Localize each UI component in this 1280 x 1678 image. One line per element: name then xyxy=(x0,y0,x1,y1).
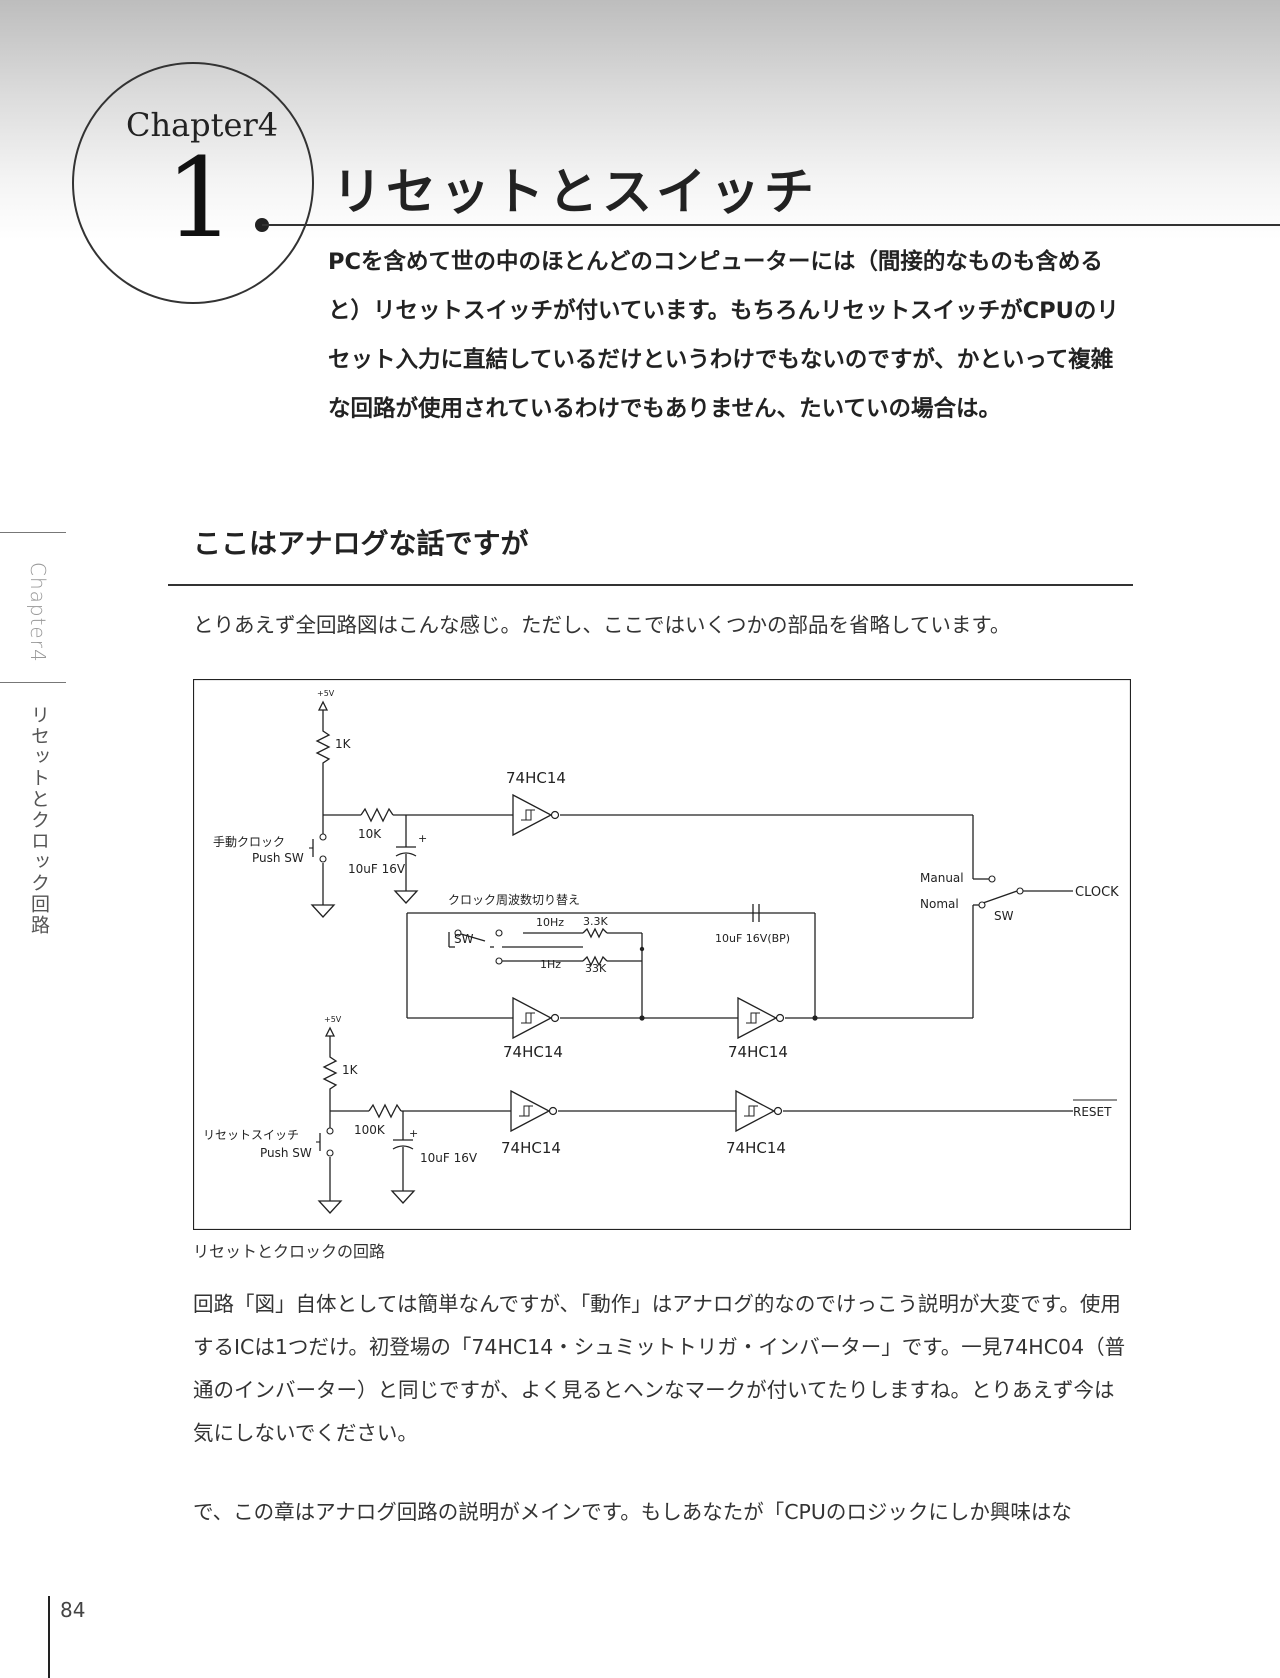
cap-polarity: + xyxy=(409,1127,418,1140)
switch-label: SW xyxy=(454,932,474,946)
inverter-ic xyxy=(512,997,560,1039)
reset-output-label: RESET xyxy=(1073,1105,1112,1119)
resistor-label: 1K xyxy=(335,737,352,751)
switch-label: Push SW xyxy=(260,1146,312,1160)
page-title: リセットとスイッチ xyxy=(332,163,818,221)
clock-output-label: CLOCK xyxy=(1075,885,1119,900)
figure-caption: リセットとクロックの回路 xyxy=(193,1242,386,1261)
cap-label: 10uF 16V xyxy=(348,862,406,876)
switch-label: Manual xyxy=(920,871,964,885)
body-paragraph: で、この章はアナログ回路の説明がメインです。もしあなたが「CPUのロジックにしか… xyxy=(193,1500,1072,1524)
ic-label: 74HC14 xyxy=(503,1043,563,1061)
section-heading: ここはアナログな話ですが xyxy=(193,527,529,560)
inverter-ic xyxy=(512,794,560,836)
vcc-label: +5V xyxy=(317,689,335,698)
page-number: 84 xyxy=(60,1598,86,1622)
sidebar-title: リセットとクロック回路 xyxy=(28,705,50,936)
cap-label: 10uF 16V(BP) xyxy=(715,932,790,945)
inverter-ic xyxy=(735,1090,783,1132)
switch-label: SW xyxy=(994,909,1014,923)
body-paragraph: 回路「図」自体としては簡単なんですが、「動作」はアナログ的なのでけっこう説明が大… xyxy=(193,1292,1126,1445)
chapter-badge xyxy=(72,62,314,304)
circuit-schematic: +5V 1K 74HC14 10K + 10uF 16V 手動クロック Push… xyxy=(193,679,1131,1230)
ground-symbol xyxy=(391,1178,415,1204)
freq-select-label: クロック周波数切り替え xyxy=(448,892,580,907)
page-number-rule xyxy=(48,1596,50,1678)
push-switch xyxy=(315,1127,334,1157)
ground-symbol xyxy=(318,1188,342,1214)
vcc-label: +5V xyxy=(324,1015,342,1024)
inverter-ic xyxy=(737,997,785,1039)
cap-label: 10uF 16V xyxy=(420,1151,478,1165)
ic-label: 74HC14 xyxy=(506,769,566,787)
switch-label: リセットスイッチ xyxy=(203,1128,299,1142)
switch-label: Push SW xyxy=(252,851,304,865)
inverter-ic xyxy=(510,1090,558,1132)
ground-symbol xyxy=(311,892,335,918)
sidebar-divider xyxy=(0,532,66,533)
switch-label: 手動クロック xyxy=(213,835,285,849)
resistor-label: 10K xyxy=(358,827,382,841)
resistor-label: 1K xyxy=(342,1063,359,1077)
intro-paragraph: PCを含めて世の中のほとんどのコンピューターには（間接的なものも含めると）リセッ… xyxy=(328,249,1119,422)
ic-label: 74HC14 xyxy=(501,1139,561,1157)
ic-label: 74HC14 xyxy=(728,1043,788,1061)
chapter-number: 1 xyxy=(165,134,235,262)
switch-label: Nomal xyxy=(920,897,959,911)
resistor-label: 3.3K xyxy=(583,915,608,928)
resistor-label: 33K xyxy=(585,962,607,975)
sidebar-divider xyxy=(0,682,66,683)
push-switch xyxy=(308,833,327,863)
sidebar-chapter: Chapter4 xyxy=(26,562,50,663)
schematic-frame xyxy=(193,679,1131,1230)
title-rule xyxy=(262,224,1280,226)
ic-label: 74HC14 xyxy=(726,1139,786,1157)
cap-polarity: + xyxy=(418,832,427,845)
section-rule xyxy=(168,584,1133,586)
chapter-label: Chapter4 xyxy=(126,106,279,144)
freq-label: 10Hz xyxy=(536,916,564,929)
ground-symbol xyxy=(394,878,418,904)
section-lead: とりあえず全回路図はこんな感じ。ただし、ここではいくつかの部品を省略しています。 xyxy=(193,613,1011,637)
freq-label: 1Hz xyxy=(540,958,561,971)
resistor-label: 100K xyxy=(354,1123,386,1137)
